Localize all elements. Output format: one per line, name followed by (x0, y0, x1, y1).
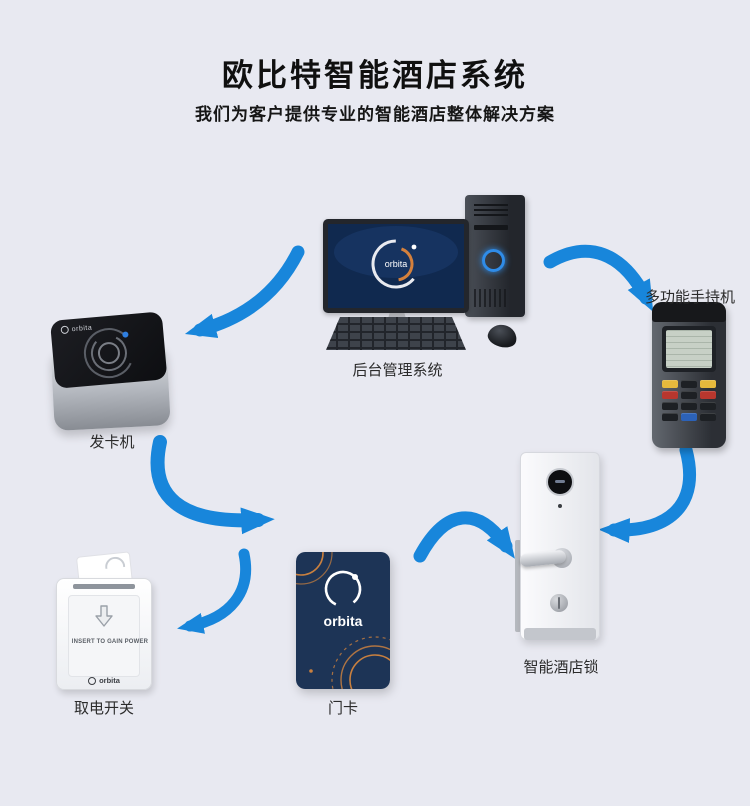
card-brand-text: orbita (324, 613, 363, 629)
power-switch-brand: orbita (57, 676, 151, 685)
key (662, 402, 678, 410)
key (681, 402, 697, 410)
switch-recessed-panel: INSERT TO GAIN POWER (68, 595, 149, 677)
card-issuer-illustration: orbita (47, 311, 175, 437)
brand-text: orbita (71, 323, 93, 333)
insert-instruction-text: INSERT TO GAIN POWER (71, 638, 149, 645)
label-handheld: 多功能手持机 (644, 289, 735, 306)
lock-display-base (524, 628, 596, 640)
page-title: 欧比特智能酒店系统 (222, 58, 528, 93)
key (700, 380, 716, 388)
door-card-illustration: orbita (296, 552, 390, 689)
lock-led (558, 504, 562, 508)
power-switch-illustration: orbita INSERT TO GAIN POWER orbita (56, 551, 152, 690)
label-card-issuer: 发卡机 (89, 434, 135, 451)
tower-drive-bay (474, 225, 508, 230)
key (681, 391, 697, 399)
label-power-switch: 取电开关 (73, 700, 134, 717)
screen-brand-text: orbita (385, 259, 408, 269)
computer-tower-icon (465, 195, 525, 317)
door-card-icon: orbita (296, 552, 390, 689)
tower-grille (474, 289, 508, 307)
brand-ring-icon (60, 325, 70, 335)
monitor-screen: orbita (328, 224, 464, 308)
key (681, 413, 697, 421)
arrow-card-issuer-to-card-icon (150, 435, 275, 535)
arrow-card-to-lock-icon (413, 511, 515, 563)
card-issuer-top: orbita (49, 311, 168, 389)
handheld-keypad (662, 380, 716, 421)
brand-text: orbita (99, 676, 120, 685)
label-door-card: 门卡 (327, 700, 358, 717)
key (681, 380, 697, 388)
arrow-handheld-to-lock-icon (598, 443, 697, 544)
label-lock: 智能酒店锁 (523, 659, 599, 676)
key (700, 402, 716, 410)
brand-ring-icon (88, 676, 97, 685)
power-switch-body: INSERT TO GAIN POWER orbita (56, 578, 152, 690)
lock-thumb-turn (550, 594, 568, 612)
label-backend-system: 后台管理系统 (352, 362, 443, 379)
backend-system-illustration: orbita (320, 195, 535, 355)
key (662, 380, 678, 388)
handheld-screen (666, 330, 712, 368)
monitor-icon: orbita (323, 219, 469, 313)
handheld-body (652, 302, 726, 448)
card-slot (73, 584, 135, 589)
door-edge-strip (515, 540, 521, 632)
page-subtitle: 我们为客户提供专业的智能酒店整体解决方案 (195, 105, 555, 124)
arrow-computer-to-card-issuer-icon (184, 245, 305, 339)
key (700, 413, 716, 421)
key (700, 391, 716, 399)
antenna-rings-icon (83, 328, 134, 379)
handheld-scanner-head (652, 302, 726, 322)
handheld-illustration (652, 302, 726, 448)
card-arc-decoration (104, 556, 126, 578)
key (662, 391, 678, 399)
arrow-card-to-power-switch-icon (177, 548, 251, 634)
key (662, 413, 678, 421)
keyboard-icon (326, 317, 466, 350)
lock-card-reader-icon (546, 468, 574, 496)
tower-power-ring (482, 249, 505, 272)
mouse-icon (485, 321, 520, 351)
arrow-computer-to-handheld-icon (543, 244, 654, 312)
tower-vents (474, 204, 508, 218)
insert-down-arrow-icon (95, 605, 113, 627)
lock-illustration (512, 452, 608, 652)
